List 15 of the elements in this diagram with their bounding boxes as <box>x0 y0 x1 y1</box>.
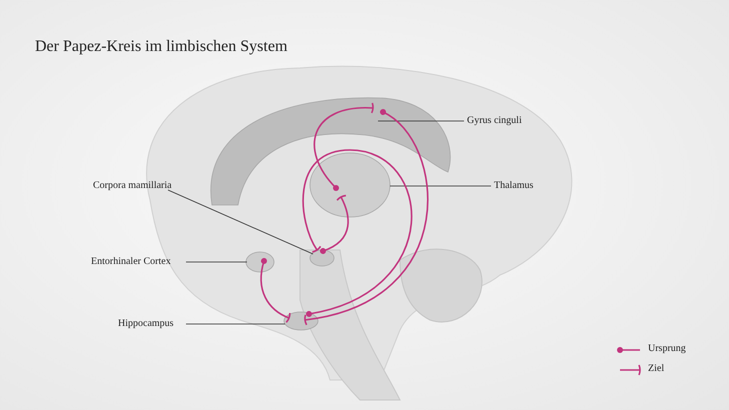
cortex-region <box>246 252 274 272</box>
part-label: Thalamus <box>494 180 534 191</box>
leader-line <box>378 120 464 122</box>
legend-label: Ziel <box>648 363 664 374</box>
title: Der Papez-Kreis im limbischen System <box>35 38 288 56</box>
part-label: Corpora mamillaria <box>93 180 172 191</box>
mamillary-body <box>310 250 334 266</box>
part-label: Gyrus cinguli <box>467 115 522 126</box>
hippocampus-region <box>284 312 318 330</box>
legend-label: Ursprung <box>648 343 686 354</box>
thalamus-region <box>310 152 390 218</box>
gyrus-region <box>210 98 451 206</box>
part-label: Entorhinaler Cortex <box>91 256 171 267</box>
part-label: Hippocampus <box>118 318 174 329</box>
leader-line <box>168 190 314 254</box>
